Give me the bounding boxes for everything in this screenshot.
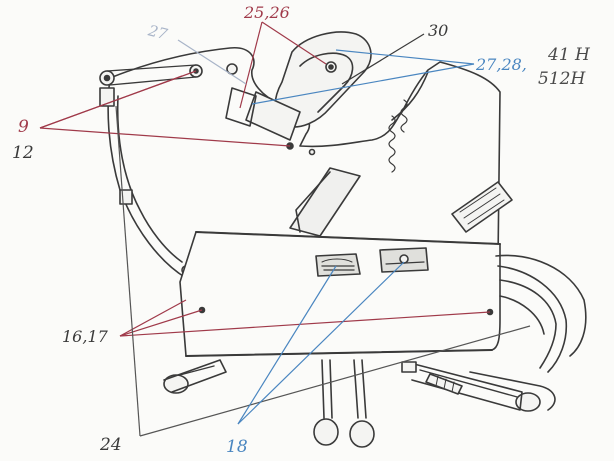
leader-25-26-b <box>261 21 327 65</box>
callout-labels: 27 25,26 30 27,28, 9 12 16,17 18 24 <box>12 3 527 457</box>
body-outline <box>109 47 501 261</box>
leader-16-17-a <box>119 309 203 337</box>
name-plate <box>451 181 513 233</box>
callout-18: 18 <box>226 437 248 457</box>
bracket-small <box>99 87 115 107</box>
gauge-left <box>315 253 361 277</box>
callout-27-faint: 27 <box>145 21 169 43</box>
bottom-bar-left <box>175 365 215 377</box>
corner-note-line2: 512H <box>538 69 586 89</box>
inner-left-edge <box>116 95 183 263</box>
bottom-bar-right <box>419 369 529 401</box>
left-edge <box>107 77 187 279</box>
leader-12 <box>39 127 291 147</box>
callout-9: 9 <box>18 117 29 137</box>
leader-27-28-b <box>335 49 475 65</box>
callout-25-26: 25,26 <box>243 3 290 22</box>
corner-note: 41 H 512H <box>538 45 591 89</box>
leader-27-faint <box>177 39 247 85</box>
machine-drawing <box>99 31 587 448</box>
leader-30 <box>341 33 425 85</box>
callout-24: 24 <box>99 435 122 455</box>
front-panel <box>179 231 501 357</box>
coil-wire <box>388 115 396 173</box>
callout-30: 30 <box>428 21 448 40</box>
leader-18-b <box>237 261 405 425</box>
leader-lines <box>39 21 531 437</box>
callout-27-28: 27,28, <box>475 55 527 74</box>
leader-18-a <box>237 265 337 425</box>
pedal-left <box>321 359 325 419</box>
callout-16-17: 16,17 <box>62 327 109 346</box>
cable-bundle <box>497 265 568 373</box>
leader-24-b <box>139 325 531 437</box>
leader-16-17-b <box>119 299 187 337</box>
leader-25-26-a <box>239 21 263 109</box>
right-plate <box>391 71 429 121</box>
corner-note-line1: 41 H <box>547 45 591 65</box>
callout-12: 12 <box>12 143 34 163</box>
leader-27-28-a <box>251 63 475 105</box>
leader-24-a <box>115 105 141 437</box>
leader-9-b <box>39 75 183 129</box>
leader-16-17-c <box>119 311 491 337</box>
pedal-right <box>353 359 359 419</box>
cam-bracket <box>245 91 301 141</box>
